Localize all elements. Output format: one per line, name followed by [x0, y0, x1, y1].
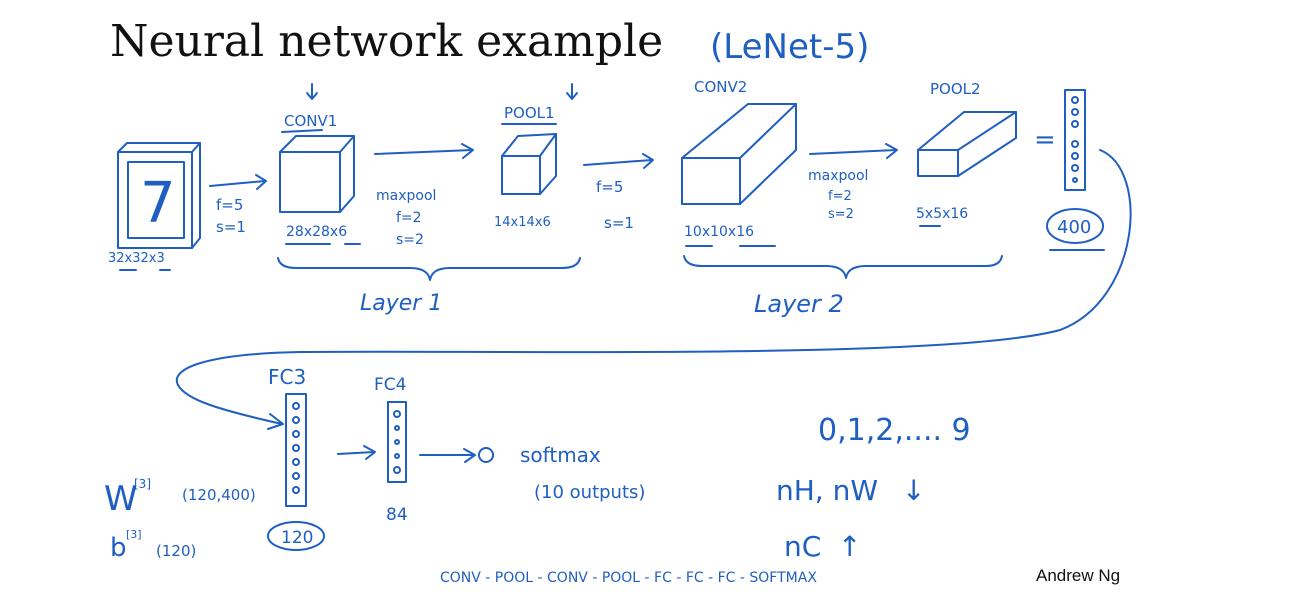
fc3-label: FC3: [268, 365, 306, 389]
pool1-dims: 14x14x6: [494, 215, 551, 230]
pool1-label: POOL1: [504, 104, 555, 122]
pool2-volume: [917, 111, 1017, 177]
conv1-pointer-arrow: [306, 83, 318, 100]
layer2-label: Layer 2: [754, 290, 844, 318]
title-text: Neural network example: [110, 16, 664, 67]
fc3-size-circle: [267, 521, 325, 551]
pool1-pointer-arrow: [566, 83, 578, 100]
arrow-fc4-to-softmax: [419, 448, 476, 463]
subtitle: (LeNet-5): [710, 27, 869, 67]
arrow-input-to-conv1: [209, 174, 267, 190]
layer1-label: Layer 1: [360, 291, 442, 316]
connector-curve-to-fc3: [175, 149, 1132, 430]
softmax-node: [478, 447, 494, 463]
spatial-dims-decrease-icon: ↓: [902, 474, 925, 507]
weight-superscript: [3]: [134, 477, 151, 491]
conv2-dims: 10x10x16: [684, 224, 754, 240]
bias-shape: (120): [156, 542, 196, 560]
channels-label: nC: [784, 530, 821, 563]
conv1-volume: [279, 135, 355, 213]
conv1-label-underline: [281, 129, 323, 133]
slide-title: Neural network example: [110, 16, 663, 67]
author-name: Andrew Ng: [1036, 566, 1121, 585]
fc3-size: 120: [281, 528, 313, 548]
pool2-label: POOL2: [930, 80, 981, 98]
softmax-detail: (10 outputs): [534, 482, 645, 503]
spatial-dims-label: nH, nW: [776, 474, 878, 507]
conv1-dims: 28x28x6: [286, 224, 347, 240]
op-conv-a-filter: f=5: [216, 196, 243, 214]
equals-sign: =: [1034, 125, 1056, 155]
layer2-brace: [683, 255, 1003, 279]
pool1-volume: [501, 133, 557, 195]
arrow-conv1-to-pool1: [374, 143, 474, 159]
op-pool-a-filter: f=2: [396, 210, 422, 226]
arrow-pool1-to-conv2: [583, 153, 654, 169]
op-pool-a-label: maxpool: [376, 188, 436, 204]
softmax-label: softmax: [520, 443, 601, 467]
op-pool-b-label: maxpool: [808, 168, 868, 184]
op-conv-b-filter: f=5: [596, 178, 623, 196]
fc4-size: 84: [386, 505, 408, 525]
channels-increase-icon: ↑: [838, 530, 861, 563]
arrow-conv2-to-pool2: [809, 143, 898, 159]
output-classes: 0,1,2,.... 9: [818, 413, 971, 448]
pool2-dims: 5x5x16: [916, 206, 968, 222]
flatten-size: 400: [1057, 217, 1091, 238]
arrow-fc3-to-fc4: [337, 445, 376, 460]
input-dims: 32x32x3: [108, 251, 165, 266]
flatten-vector: [1064, 89, 1086, 191]
op-conv-b-stride: s=1: [604, 214, 634, 232]
author-credit: Andrew Ng: [1036, 566, 1120, 586]
op-pool-b-stride: s=2: [828, 207, 854, 222]
op-conv-a-stride: s=1: [216, 218, 246, 236]
fc4-label: FC4: [374, 375, 406, 395]
input-image-box: [117, 142, 201, 249]
weight-symbol: W: [104, 479, 138, 519]
op-pool-a-stride: s=2: [396, 232, 424, 248]
conv2-label: CONV2: [694, 78, 747, 96]
op-pool-b-filter: f=2: [828, 189, 852, 204]
input-digit: 7: [140, 171, 176, 236]
bias-symbol: b: [110, 533, 127, 563]
conv1-label: CONV1: [284, 112, 337, 130]
layer1-brace: [277, 257, 581, 281]
weight-shape: (120,400): [182, 486, 256, 504]
conv2-volume: [681, 103, 797, 205]
fc3-vector: [285, 393, 307, 507]
bias-superscript: [3]: [126, 528, 142, 541]
flatten-size-circle: [1046, 208, 1104, 244]
architecture-sequence: CONV - POOL - CONV - POOL - FC - FC - FC…: [440, 570, 817, 586]
fc4-vector: [387, 401, 407, 483]
